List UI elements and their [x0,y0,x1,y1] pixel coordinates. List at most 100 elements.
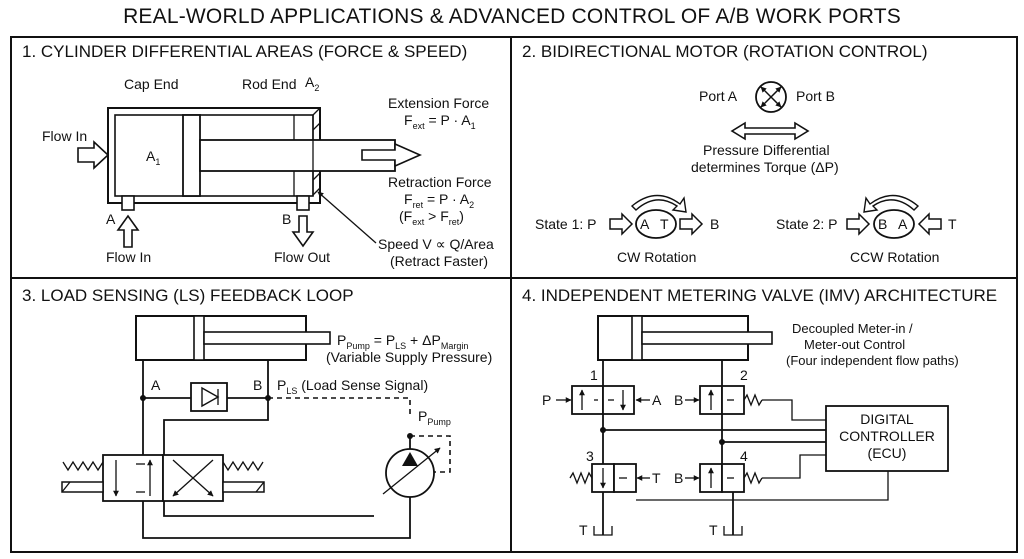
state-2-in-arrow [846,212,871,236]
piston [182,114,201,197]
shuttle-valve [190,382,228,412]
imv-valve-4 [699,463,763,493]
imv-a-label: A [652,392,662,408]
imv-valve-3 [569,463,637,493]
variable-pump [382,436,441,498]
ecu-box [825,405,949,472]
ls-pressure-line [142,490,411,539]
motor-symbol [755,81,787,113]
retraction-compare: (Fext > Fret) [399,208,464,227]
pressure-double-arrow [730,121,810,141]
panel-3-diagram: PPump = PLS + ΔPMargin (Variable Supply … [61,315,492,539]
variable-supply-label: (Variable Supply Pressure) [326,349,492,365]
pump-compensator-line [410,435,451,473]
ecu-line-2: CONTROLLER [839,428,935,444]
cw-rotation-label: CW Rotation [617,249,696,265]
state-2-prefix: State 2: P [776,216,837,232]
a2-label: A2 [305,74,319,93]
rod-end-label: Rod End [242,76,296,92]
ccw-rotation-arrow [863,194,920,213]
flow-in-left-label: Flow In [42,128,87,144]
imv-t-mid-label: T [652,470,661,486]
panel-4-diagram: DIGITAL CONTROLLER (ECU) Decoupled Meter… [542,315,959,538]
imv-decoupled-3: (Four independent flow paths) [786,353,959,368]
imv-valve-2 [699,385,763,415]
ecu-wire-3 [636,471,889,501]
state-1-motor [635,209,677,239]
cap-end-label: Cap End [124,76,178,92]
panel-1-diagram: Cap End Rod End A2 A1 Flow In A B Flow I… [42,74,494,269]
speed-leader-line [317,191,377,244]
ls-return-line [163,501,374,517]
state-2-b-label: B [878,216,887,232]
extension-force-label: Extension Force [388,95,489,111]
ppump-label: PPump [418,408,451,427]
imv-decoupled-1: Decoupled Meter-in / [792,321,913,336]
a1-label: A1 [146,148,160,167]
imv-t-right-label: T [709,522,718,538]
torque-label: determines Torque (ΔP) [691,159,839,175]
tank-left-symbol [593,526,613,536]
state-2-group: State 2: P B A T CCW Rotation [776,194,957,265]
ls-cylinder [135,315,331,361]
state-1-out-arrow [679,212,704,236]
motor-port-b-label: Port B [796,88,835,104]
ecu-wire-2 [762,399,826,421]
ls-b-label: B [253,377,262,393]
imv-cylinder [597,315,773,361]
ecu-wire-4 [762,454,826,479]
state-2-motor [873,209,915,239]
imv-b-top-label: B [674,392,683,408]
ls-formula: PPump = PLS + ΔPMargin [337,332,468,351]
pressure-differential-label: Pressure Differential [703,142,830,158]
retraction-force-label: Retraction Force [388,174,492,190]
ls-a-label: A [151,377,161,393]
flow-in-bottom-arrow [116,214,140,248]
panel-1-title: 1. CYLINDER DIFFERENTIAL AREAS (FORCE & … [22,42,468,61]
page-title: REAL-WORLD APPLICATIONS & ADVANCED CONTR… [123,5,901,28]
extension-arrow [361,142,422,168]
port-b-stub [296,195,310,211]
retract-faster-label: (Retract Faster) [390,253,488,269]
flow-in-left-arrow [77,140,110,170]
imv-valve-4-label: 4 [740,448,748,464]
imv-decoupled-2: Meter-out Control [804,337,905,352]
state-2-t-label: T [948,216,957,232]
imv-p-label: P [542,392,551,408]
panel-4-title: 4. INDEPENDENT METERING VALVE (IMV) ARCH… [522,286,998,305]
imv-valve-1 [571,385,635,415]
imv-t-left-label: T [579,522,588,538]
state-1-b-label: B [710,216,719,232]
state-2-t-arrow [917,212,942,236]
state-1-a-label: A [640,216,650,232]
flow-in-bottom-label: Flow In [106,249,151,265]
port-a-label: A [106,211,116,227]
ccw-rotation-label: CCW Rotation [850,249,939,265]
panel-2-title: 2. BIDIRECTIONAL MOTOR (ROTATION CONTROL… [522,42,928,61]
tank-right-symbol [723,526,743,536]
flow-out-arrow [291,215,315,248]
ecu-line-1: DIGITAL [860,411,914,427]
imv-b-bottom-label: B [674,470,683,486]
state-1-in-arrow [609,212,634,236]
port-a-stub [121,195,135,211]
ls-signal-line [268,397,411,415]
panel-2-diagram: Port A Port B Pressure Differential dete… [535,81,957,265]
flow-out-label: Flow Out [274,249,330,265]
cw-rotation-arrow [630,194,687,213]
ecu-line-3: (ECU) [868,445,907,461]
state-1-prefix: State 1: P [535,216,596,232]
panels-frame [10,36,1018,553]
imv-valve-1-label: 1 [590,367,598,383]
port-b-label: B [282,211,291,227]
retraction-formula: Fret = P · A2 [404,191,474,210]
motor-port-a-label: Port A [699,88,738,104]
panel-3-title: 3. LOAD SENSING (LS) FEEDBACK LOOP [22,286,354,305]
state-2-a-label: A [898,216,908,232]
state-1-group: State 1: P A T B CW Rotation [535,194,719,265]
imv-valve-2-label: 2 [740,367,748,383]
state-1-t-label: T [660,216,669,232]
extension-formula: Fext = P · A1 [404,112,476,131]
speed-label: Speed V ∝ Q/Area [378,236,494,252]
